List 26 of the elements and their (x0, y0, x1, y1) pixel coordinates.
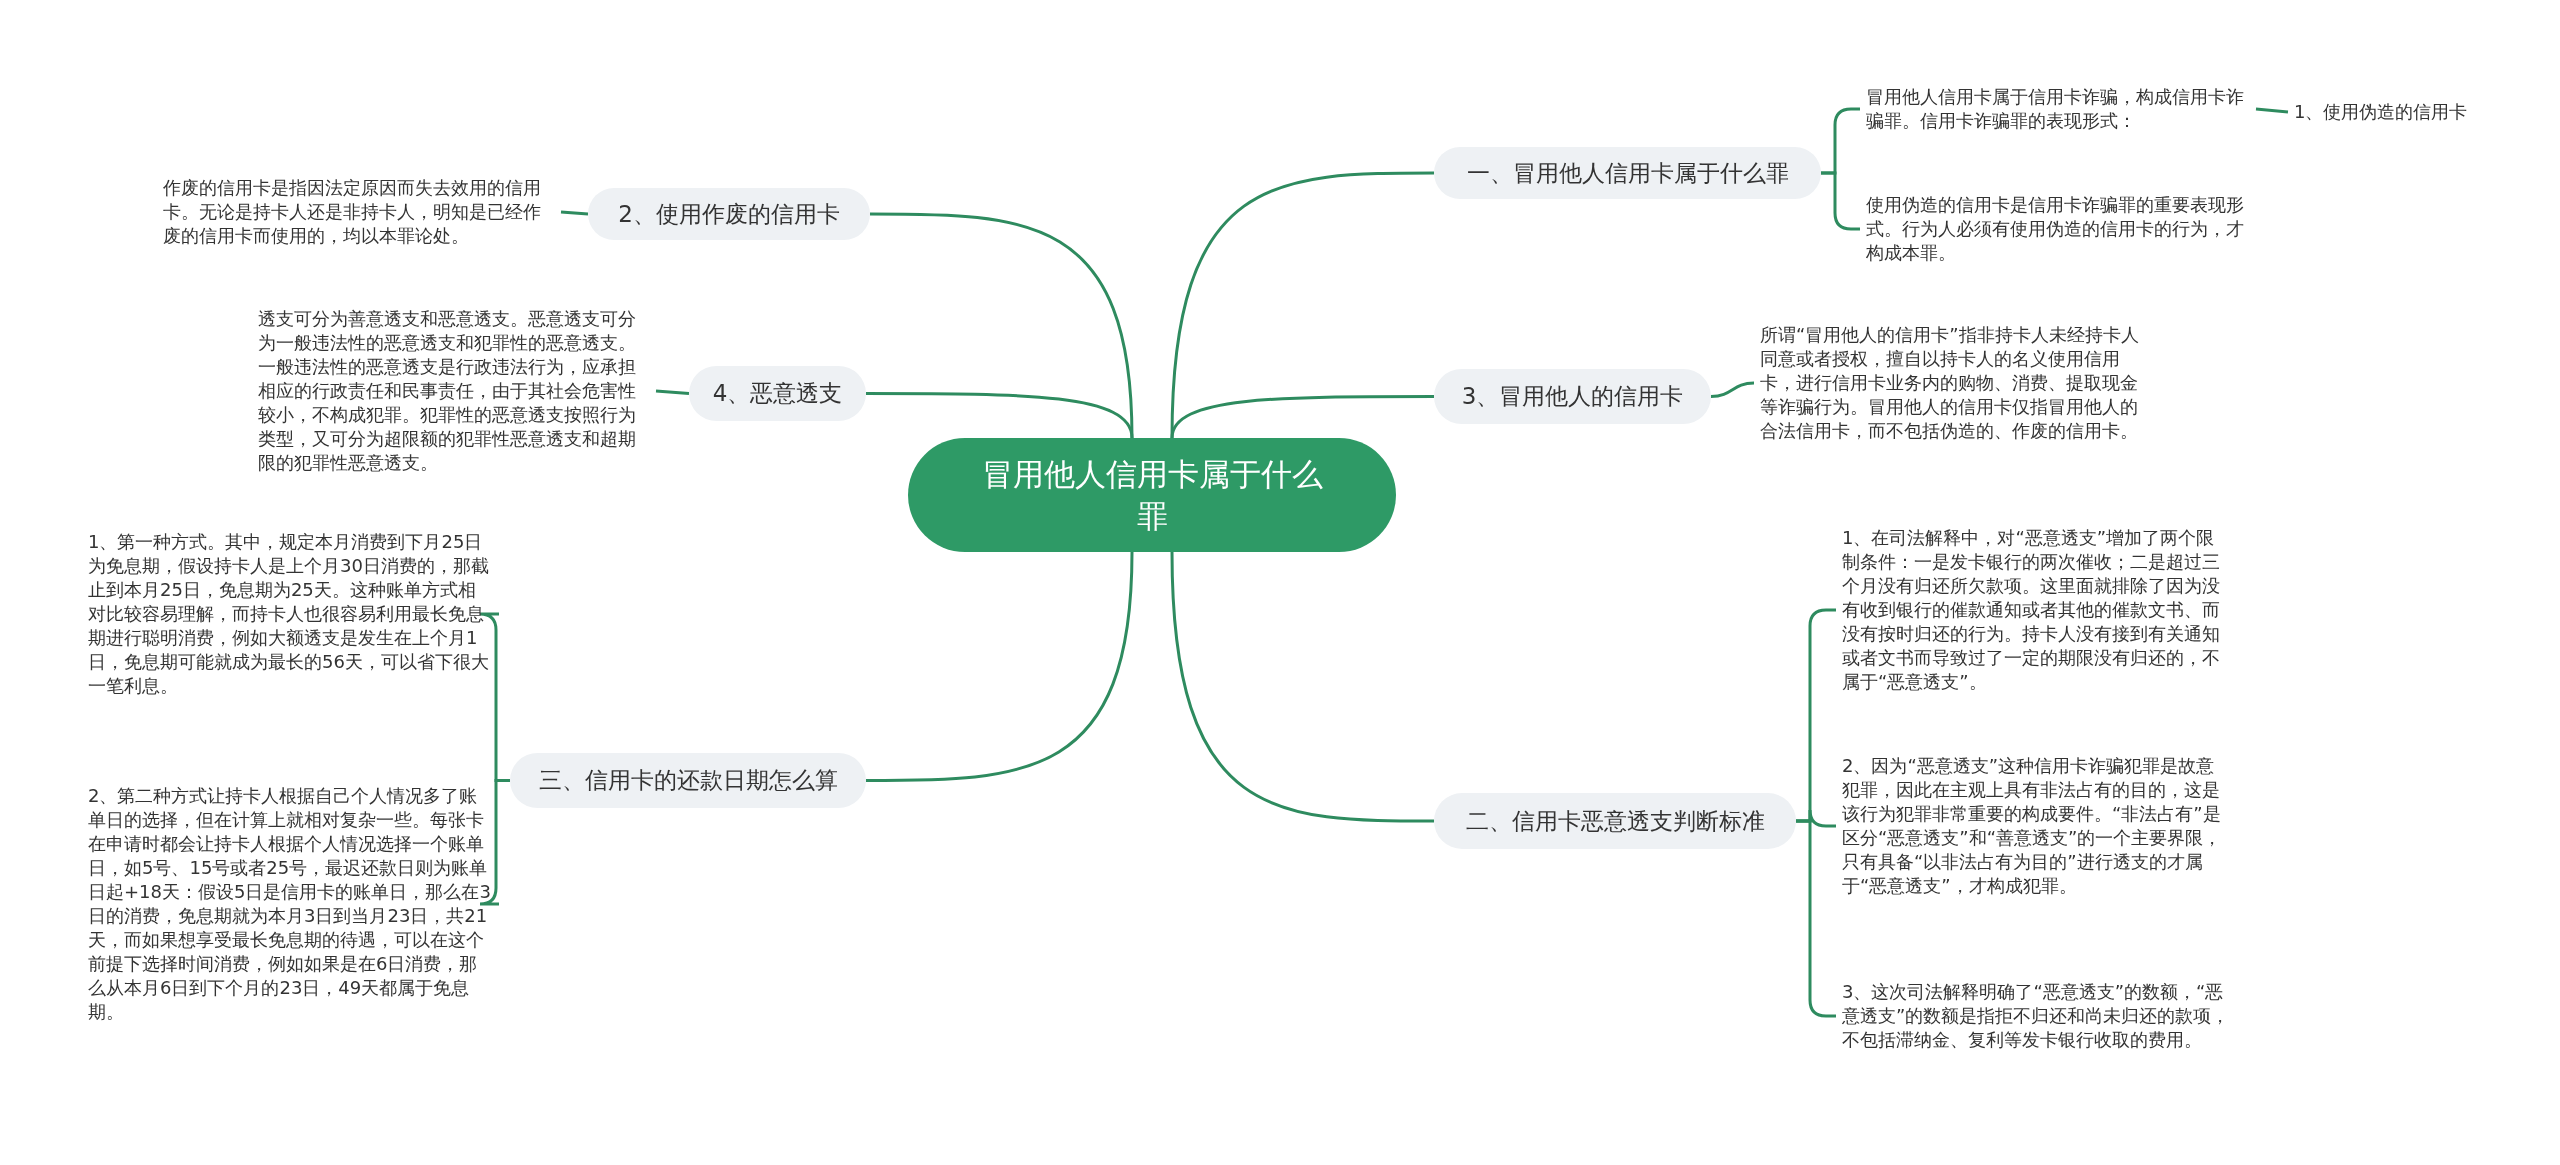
connector (1170, 395, 1434, 439)
topic-pill: 2、使用作废的信用卡 (588, 188, 870, 240)
connector (655, 389, 690, 395)
note-text: 1、使用伪造的信用卡 (2294, 100, 2468, 124)
note-text: 冒用他人信用卡属于信用卡诈骗，构成信用卡诈骗罪。信用卡诈骗罪的表现形式： (1866, 85, 2256, 133)
topic-pill: 一、冒用他人信用卡属于什么罪 (1434, 147, 1821, 199)
topic-pill: 4、恶意透支 (689, 366, 866, 421)
connector (2255, 107, 2289, 114)
connector (1170, 551, 1434, 823)
note-text: 所谓“冒用他人的信用卡”指非持卡人未经持卡人同意或者授权，擅自以持卡人的名义使用信用卡，进行信用卡业务内的购物、消费、提取现金等诈骗行为。冒用他人的信用卡仅指冒用他人的合法信用卡，而不包括伪造的、作废的信用卡。 (1760, 323, 2146, 443)
topic-pill: 二、信用卡恶意透支判断标准 (1434, 793, 1796, 849)
topic-pill: 三、信用卡的还款日期怎么算 (510, 753, 866, 808)
connector (560, 210, 589, 216)
connector (866, 392, 1134, 439)
topic-pill: 3、冒用他人的信用卡 (1434, 369, 1711, 424)
central-topic: 冒用他人信用卡属于什么罪 (908, 438, 1396, 552)
note-text: 2、因为“恶意透支”这种信用卡诈骗犯罪是故意犯罪，因此在主观上具有非法占有的目的，这是该行为犯罪非常重要的构成要件。“非法占有”是区分“恶意透支”和“善意透支”的一个主要界限，只有具备“以非法占有为目的”进行透支的才属于“恶意透支”，才构成犯罪。 (1842, 754, 2232, 898)
connector (1710, 381, 1755, 398)
note-text: 作废的信用卡是指因法定原因而失去效用的信用卡。无论是持卡人还是非持卡人，明知是已经作废的信用卡而使用的，均以本罪论处。 (163, 176, 555, 248)
note-text: 透支可分为善意透支和恶意透支。恶意透支可分为一般违法性的恶意透支和犯罪性的恶意透支。一般违法性的恶意透支是行政违法行为，应承担相应的行政责任和民事责任，由于其社会危害性较小，不构成犯罪。犯罪性的恶意透支按照行为类型，又可分为超限额的犯罪性恶意透支和超期限的犯罪性恶意透支。 (258, 307, 650, 475)
note-text: 2、第二种方式让持卡人根据自己个人情况多了账单日的选择，但在计算上就相对复杂一些。每张卡在申请时都会让持卡人根据个人情况选择一个账单日，如5号、15号或者25号，最迟还款日则为账单日起+18天：假设5日是信用卡的账单日，那么在3日的消费，免息期就为本月3日到当月23日，共21天，而如果想享受最长免息期的待遇，可以在这个前提下选择时间消费，例如如果是在6日消费，那么从本月6日到下个月的23日，49天都属于免息期。 (88, 784, 493, 1024)
connector (866, 551, 1134, 782)
note-text: 3、这次司法解释明确了“恶意透支”的数额，“恶意透支”的数额是指拒不归还和尚未归还的款项，不包括滞纳金、复利等发卡银行收取的费用。 (1842, 980, 2232, 1052)
note-text: 1、在司法解释中，对“恶意透支”增加了两个限制条件：一是发卡银行的两次催收；二是超过三个月没有归还所欠款项。这里面就排除了因为没有收到银行的催款通知或者其他的催款文书、而没有按时归还的行为。持卡人没有接到有关通知或者文书而导致过了一定的期限没有归还的，不属于“恶意透支”。 (1842, 526, 2232, 694)
note-text: 使用伪造的信用卡是信用卡诈骗罪的重要表现形式。行为人必须有使用伪造的信用卡的行为，才构成本罪。 (1866, 193, 2256, 265)
note-text: 1、第一种方式。其中，规定本月消费到下月25日为免息期，假设持卡人是上个月30日消费的，那截止到本月25日，免息期为25天。这种账单方式相对比较容易理解，而持卡人也很容易利用最长免息期进行聪明消费，例如大额透支是发生在上个月1日，免息期可能就成为最长的56天，可以省下很大一笔利息。 (88, 530, 493, 698)
